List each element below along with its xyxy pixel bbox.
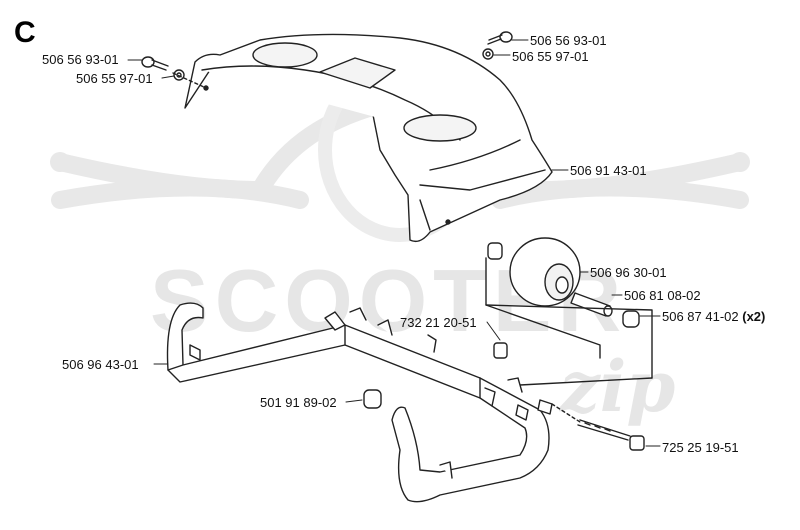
label-spacer-number: 506 87 41-02 — [662, 309, 739, 324]
label-bolt-top-left: 506 56 93-01 — [42, 52, 119, 67]
label-spacer: 506 87 41-02 (x2) — [662, 309, 765, 324]
label-washer-top-right: 506 55 97-01 — [512, 49, 589, 64]
hood-part — [184, 33, 553, 243]
label-long-bolt: 725 25 19-51 — [662, 440, 739, 455]
long-bolt-part — [577, 419, 645, 451]
watermark-script: zip — [560, 345, 676, 428]
section-label: C — [14, 16, 36, 49]
spacer-upper-part — [487, 242, 503, 260]
label-axle: 506 81 08-02 — [624, 288, 701, 303]
spacer-lower-part — [622, 310, 640, 328]
label-wheel: 506 96 30-01 — [590, 265, 667, 280]
bolt-top-left-part — [141, 56, 169, 71]
label-bushing: 501 91 89-02 — [260, 395, 337, 410]
washer-top-right-part — [482, 48, 494, 60]
label-hood: 506 91 43-01 — [570, 163, 647, 178]
label-washer-top-left: 506 55 97-01 — [76, 71, 153, 86]
label-spacer-qty: (x2) — [742, 309, 766, 324]
axle-part — [570, 292, 613, 317]
label-bolt-top-right: 506 56 93-01 — [530, 33, 607, 48]
bushing-part — [363, 389, 382, 409]
bumper-part — [166, 302, 553, 503]
label-nut: 732 21 20-51 — [400, 315, 477, 330]
label-bumper: 506 96 43-01 — [62, 357, 139, 372]
nut-part — [493, 342, 508, 359]
bolt-top-right-part — [487, 31, 513, 45]
wheel-part — [509, 237, 581, 307]
